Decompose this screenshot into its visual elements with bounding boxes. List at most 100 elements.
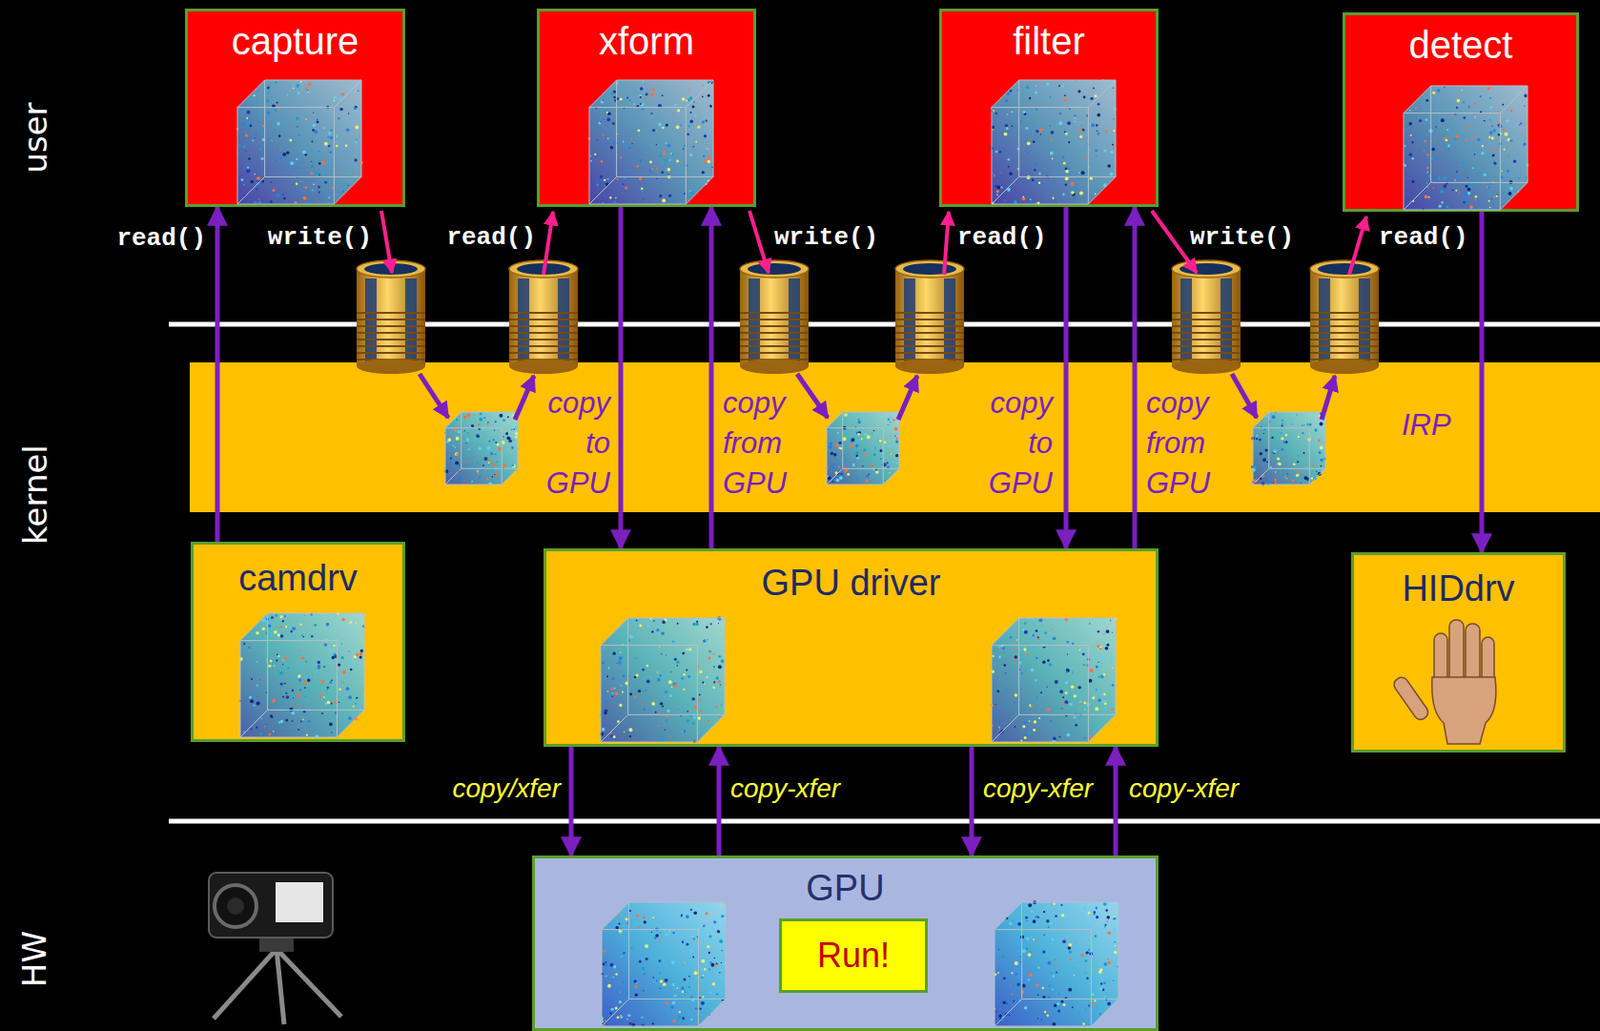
volume-dot bbox=[652, 916, 655, 919]
volume-dot bbox=[1049, 138, 1053, 142]
volume-dot bbox=[342, 681, 345, 684]
volume-dot bbox=[1100, 982, 1103, 985]
volume-dot bbox=[621, 183, 624, 185]
volume-dot bbox=[871, 432, 873, 434]
volume-dot bbox=[1093, 913, 1095, 915]
volume-dot bbox=[708, 951, 711, 954]
volume-dot bbox=[466, 437, 471, 442]
volume-dot bbox=[1312, 463, 1314, 466]
volume-dot bbox=[602, 118, 605, 121]
volume-dot bbox=[1063, 1003, 1067, 1006]
volume-dot bbox=[1058, 121, 1063, 125]
volume-dot bbox=[1087, 1004, 1090, 1006]
volume-dot bbox=[249, 728, 252, 731]
volume-dot bbox=[626, 922, 629, 924]
volume-dot bbox=[615, 662, 618, 665]
volume-dot bbox=[668, 929, 670, 931]
pipe-io-arrow bbox=[1151, 210, 1197, 273]
volume-dot bbox=[1095, 906, 1099, 910]
volume-dot bbox=[1489, 119, 1492, 122]
volume-dot bbox=[1091, 696, 1095, 699]
volume-dot bbox=[619, 990, 621, 992]
volume-dot bbox=[656, 979, 658, 982]
volume-dot bbox=[607, 984, 612, 988]
volume-dot bbox=[1493, 128, 1497, 132]
volume-dot bbox=[1056, 1002, 1060, 1006]
volume-dot bbox=[1035, 915, 1039, 919]
frame-thumbnail bbox=[1251, 411, 1327, 486]
frame-image bbox=[1402, 85, 1529, 211]
volume-dot bbox=[637, 689, 641, 693]
volume-dot bbox=[607, 690, 610, 693]
pipe-illustration bbox=[356, 260, 1379, 374]
volume-dot bbox=[706, 638, 708, 640]
volume-dot bbox=[669, 735, 671, 737]
volume-fill bbox=[1403, 85, 1528, 210]
volume-dot bbox=[1052, 636, 1057, 641]
volume-dot bbox=[628, 146, 632, 150]
edge-label: read() bbox=[116, 225, 206, 254]
volume-dot bbox=[454, 430, 457, 432]
volume-dot bbox=[1007, 165, 1010, 168]
volume-dot bbox=[661, 94, 664, 97]
pipe-rib bbox=[509, 331, 578, 334]
volume-dot bbox=[1022, 1011, 1025, 1014]
volume-dot bbox=[656, 671, 658, 673]
volume-dot bbox=[1296, 460, 1299, 463]
cube-wireframe bbox=[600, 714, 629, 742]
volume-dot bbox=[1025, 947, 1027, 949]
volume-dot bbox=[1059, 735, 1062, 738]
volume-dot bbox=[317, 660, 321, 664]
volume-dot bbox=[1011, 639, 1013, 641]
volume-dot bbox=[695, 622, 698, 626]
volume-dot bbox=[634, 696, 636, 698]
volume-dot bbox=[1432, 91, 1436, 95]
cube-wireframe bbox=[601, 998, 630, 1026]
volume-dot bbox=[699, 709, 703, 713]
volume-dot bbox=[682, 688, 685, 691]
volume-dot bbox=[330, 702, 333, 705]
volume-dot bbox=[1025, 920, 1028, 923]
volume-dot bbox=[248, 696, 252, 699]
volume-dot bbox=[1087, 948, 1090, 951]
volume-dot bbox=[628, 1021, 632, 1025]
volume-dot bbox=[307, 678, 310, 682]
volume-dot bbox=[1014, 693, 1018, 697]
volume-dot bbox=[635, 984, 638, 987]
cube-wireframe bbox=[267, 613, 365, 710]
volume-dot bbox=[502, 418, 506, 422]
pipe-rib bbox=[739, 331, 809, 334]
volume-dot bbox=[629, 692, 633, 696]
volume-dot bbox=[341, 617, 345, 621]
volume-dot bbox=[1411, 141, 1414, 144]
volume-dot bbox=[471, 424, 474, 428]
volume-dot bbox=[1095, 665, 1099, 669]
volume-dot bbox=[1006, 113, 1009, 116]
volume-dot bbox=[1095, 688, 1098, 691]
data-flow-arrow bbox=[969, 746, 975, 856]
volume-dot bbox=[637, 164, 640, 166]
volume-dot bbox=[1051, 974, 1055, 978]
volume-dot bbox=[621, 674, 625, 677]
volume-dot bbox=[328, 144, 330, 147]
volume-dot bbox=[613, 964, 616, 968]
volume-dot bbox=[296, 83, 301, 88]
volume-dot bbox=[1094, 706, 1099, 711]
volume-dot bbox=[706, 156, 711, 161]
buffer-copy-arrow bbox=[1321, 375, 1335, 420]
volume-dot bbox=[1064, 130, 1067, 133]
cube-wireframe bbox=[1087, 176, 1116, 205]
volume-dot bbox=[266, 86, 270, 90]
volume-dot bbox=[1111, 667, 1113, 669]
volume-dot bbox=[894, 435, 896, 437]
data-flow-arrow bbox=[618, 206, 624, 549]
pipe-bottom bbox=[895, 358, 965, 374]
volume-dot bbox=[690, 908, 693, 911]
volume-dot bbox=[1094, 94, 1098, 98]
volume-fill bbox=[237, 80, 362, 205]
volume-dot bbox=[657, 712, 660, 715]
volume-dot bbox=[626, 97, 629, 100]
volume-dot bbox=[672, 983, 676, 986]
volume-dot bbox=[262, 627, 266, 631]
volume-dot bbox=[707, 656, 711, 660]
